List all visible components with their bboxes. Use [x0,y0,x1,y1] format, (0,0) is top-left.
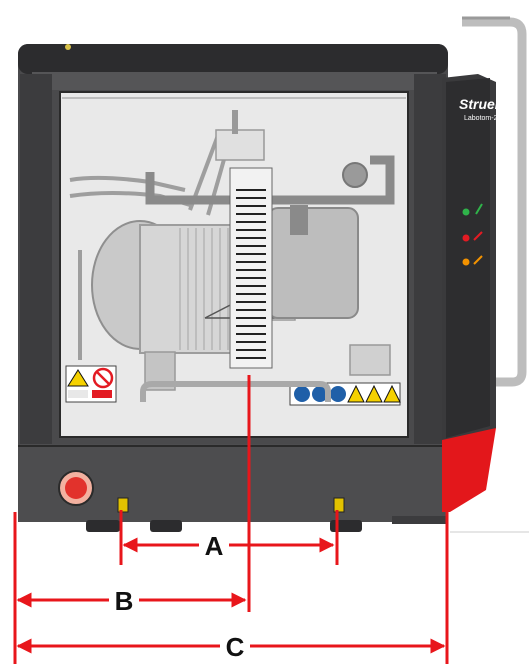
dimension-c-label: C [220,632,250,662]
window-handle [140,381,331,402]
laser-warning-label [65,365,117,403]
dimension-a-label: A [199,531,229,561]
control-panel [442,74,496,512]
cutting-wheel [229,167,273,369]
dimension-b-label: B [109,586,139,616]
brand-name: Struers [459,96,509,112]
safety-symbols-label [289,382,401,406]
indicator-lights [462,203,483,266]
brand-model: Labotom-20 [464,115,502,122]
handle [462,17,527,387]
